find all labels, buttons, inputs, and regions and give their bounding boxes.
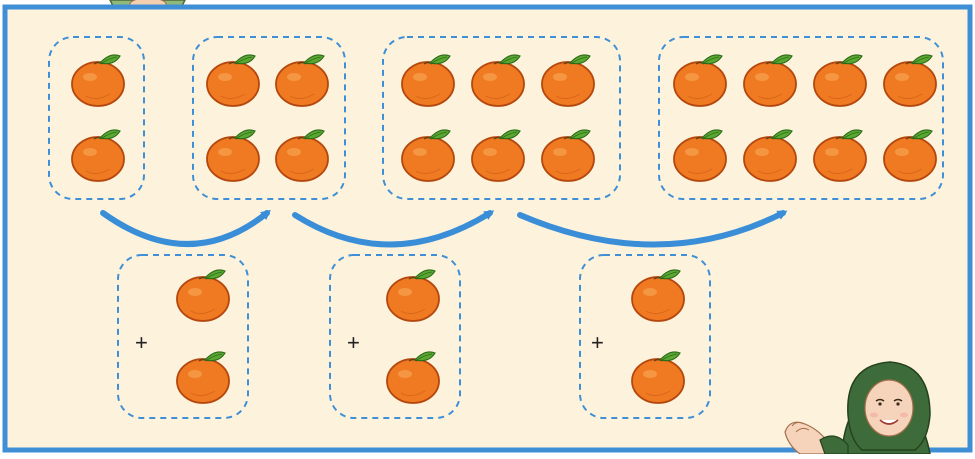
plus-operator: + [135, 330, 148, 355]
arrow-3 [517, 210, 788, 248]
arrow-2 [292, 210, 495, 248]
arrow-1 [100, 209, 271, 247]
group-2-box [48, 36, 145, 200]
plus-operator: + [347, 330, 360, 355]
plus-operator: + [591, 330, 604, 355]
addend-3-box [579, 254, 711, 419]
teacher-character-icon [784, 361, 931, 455]
group-4-box [192, 36, 346, 200]
addend-1-box [117, 254, 249, 419]
addend-2-box [329, 254, 461, 419]
group-8-box [658, 36, 944, 200]
group-6-box [382, 36, 621, 200]
